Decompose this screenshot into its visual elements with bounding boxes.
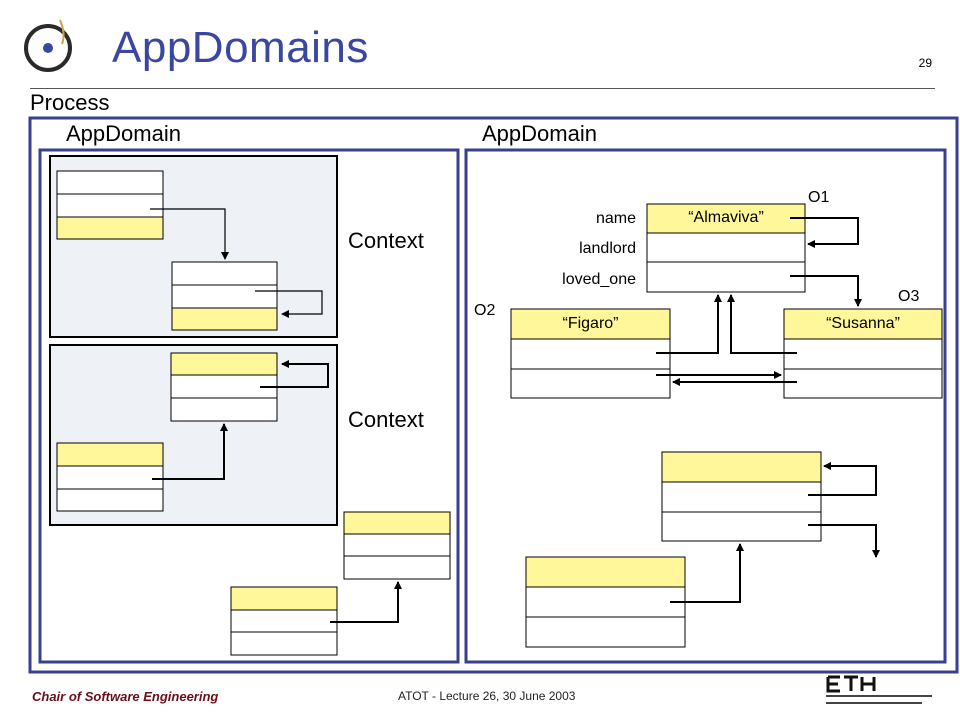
- object-box: [661, 451, 822, 542]
- field-name-label: name: [595, 210, 636, 227]
- process-frame: [28, 116, 959, 674]
- object-box: [230, 586, 338, 656]
- reference-arrow: [152, 423, 228, 480]
- object-o1-value: “Almaviva”: [688, 209, 764, 226]
- title-divider: [30, 88, 935, 89]
- object-o1-box: [646, 203, 806, 293]
- object-box: [343, 511, 451, 580]
- appdomain-left-frame: [38, 148, 460, 664]
- appdomain-right-label: AppDomain: [482, 121, 597, 146]
- object-box: [56, 442, 164, 512]
- appdomain-left-label: AppDomain: [66, 121, 181, 146]
- reference-arrow: [656, 294, 722, 354]
- object-o3-value: “Susanna”: [826, 315, 900, 332]
- slide-number: 29: [918, 56, 932, 70]
- chair-logo-icon: [22, 14, 86, 78]
- object-o1-label: O1: [808, 189, 830, 206]
- object-box: [525, 556, 686, 648]
- reference-arrow: [330, 581, 402, 623]
- object-o2-label: O2: [474, 302, 496, 319]
- appdomain-right-frame: [464, 148, 947, 664]
- reference-arrow: [150, 208, 229, 260]
- process-label: Process: [30, 90, 110, 115]
- object-o2-value: “Figaro”: [562, 315, 619, 332]
- slide-title: AppDomains: [112, 23, 369, 72]
- object-o3-label: O3: [898, 288, 920, 305]
- reference-arrow: [670, 543, 744, 603]
- object-box: [56, 170, 164, 240]
- reference-arrow: [808, 524, 880, 558]
- object-o2-box: [510, 308, 671, 399]
- context-top-label: Context: [348, 228, 424, 253]
- footer-chair: Chair of Software Engineering: [32, 689, 219, 704]
- reference-arrow: [260, 360, 329, 388]
- object-box: [170, 352, 278, 422]
- reference-arrow: [255, 290, 323, 318]
- field-loved-one-label: loved_one: [562, 271, 636, 288]
- reference-arrow: [790, 217, 859, 248]
- footer-lecture: ATOT - Lecture 26, 30 June 2003: [398, 689, 576, 703]
- field-landlord-label: landlord: [579, 240, 636, 257]
- eth-logo-icon: [826, 675, 936, 711]
- object-o3-box: [783, 308, 943, 399]
- reference-arrow: [808, 462, 877, 496]
- object-box: [171, 261, 278, 331]
- reference-arrow: [727, 294, 797, 354]
- reference-arrow: [790, 275, 862, 307]
- context-bottom-label: Context: [348, 407, 424, 432]
